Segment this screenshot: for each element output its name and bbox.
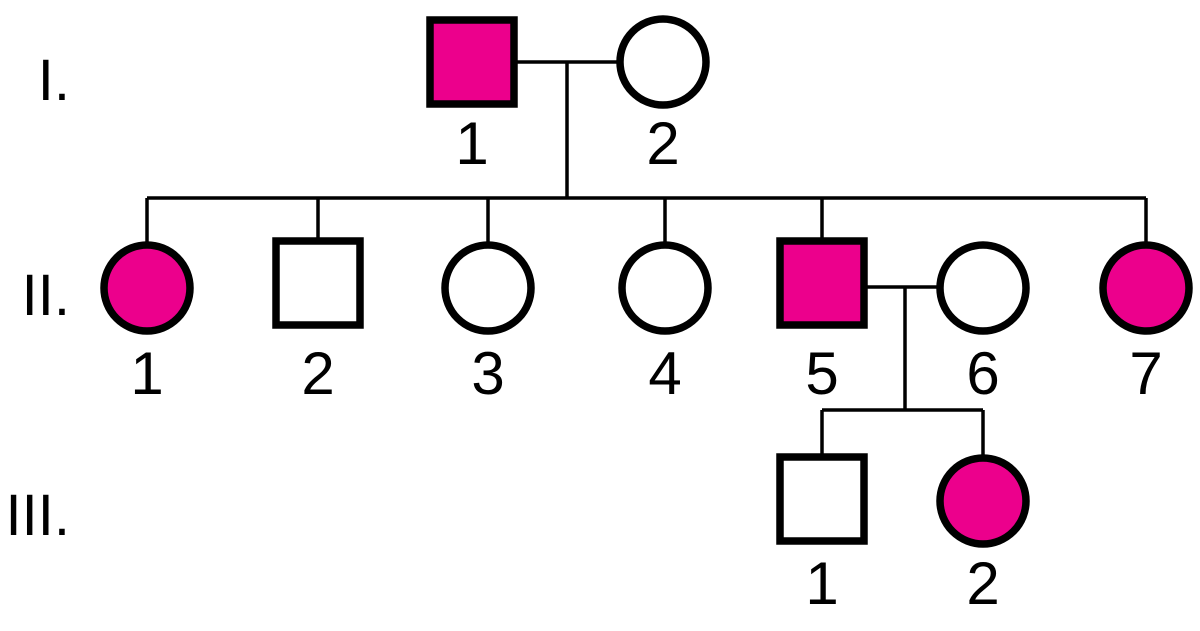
- individual-symbol-II-5-affected-male: [776, 237, 868, 329]
- individual-number-III-1: 1: [805, 550, 838, 617]
- individual-symbol-III-1-unaffected-male: [776, 453, 868, 545]
- individual-symbol-I-1-affected-male: [426, 16, 518, 108]
- labels-layer: 1 2 1 2 3 4 5 6 7 1 2 I. II. III.: [6, 48, 1163, 617]
- individual-symbol-II-6-unaffected-female: [936, 241, 1030, 335]
- individual-number-II-2: 2: [301, 340, 334, 407]
- individual-number-III-2: 2: [966, 550, 999, 617]
- individual-symbol-II-1-affected-female: [100, 241, 194, 335]
- individual-number-II-3: 3: [471, 340, 504, 407]
- individual-number-II-6: 6: [966, 340, 999, 407]
- individual-symbol-I-2-unaffected-female: [616, 15, 710, 109]
- individual-number-I-2: 2: [646, 110, 679, 177]
- individual-symbols-layer: [100, 15, 1193, 548]
- individual-number-II-4: 4: [648, 340, 681, 407]
- individual-symbol-II-2-unaffected-male: [272, 237, 364, 329]
- generation-label-2: II.: [22, 263, 70, 328]
- individual-number-II-5: 5: [805, 340, 838, 407]
- generation-label-3: III.: [6, 483, 70, 548]
- generation-label-1: I.: [38, 48, 70, 113]
- individual-symbol-III-2-affected-female: [936, 454, 1030, 548]
- individual-number-II-1: 1: [130, 340, 163, 407]
- individual-number-II-7: 7: [1129, 340, 1162, 407]
- individual-symbol-II-4-unaffected-female: [618, 241, 712, 335]
- individual-symbol-II-3-unaffected-female: [441, 241, 535, 335]
- individual-number-I-1: 1: [455, 110, 488, 177]
- individual-symbol-II-7-affected-female: [1099, 241, 1193, 335]
